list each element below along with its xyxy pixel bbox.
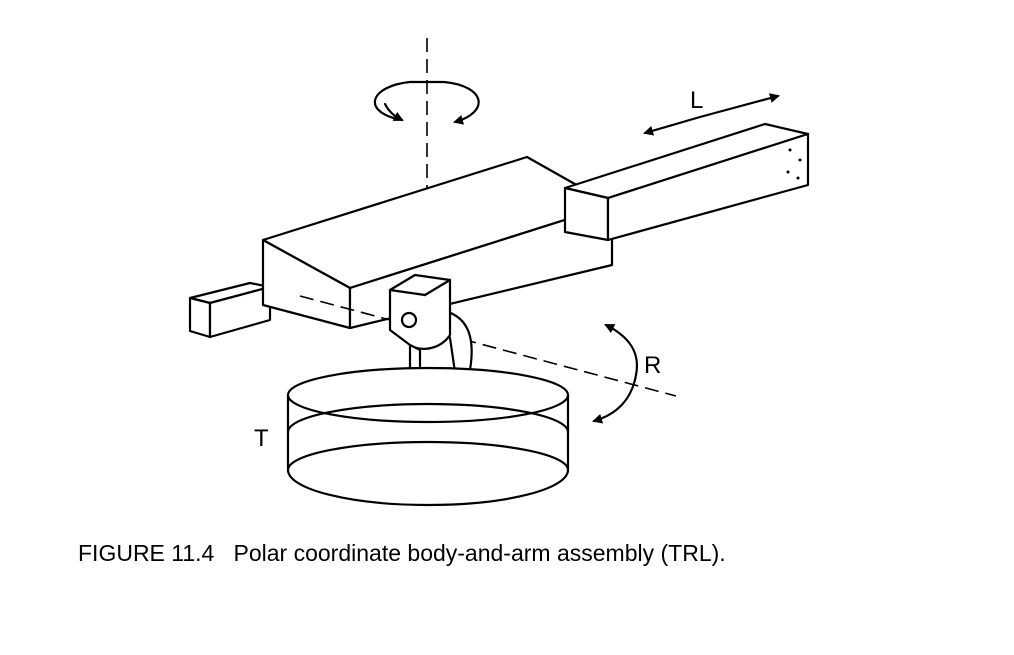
base-rotation-arrow-icon xyxy=(373,80,480,122)
arm-stub-front xyxy=(208,285,272,339)
arm-near-end xyxy=(563,186,610,242)
r-arrow-up-icon xyxy=(604,323,638,377)
gripper-top xyxy=(286,366,570,424)
label-t: T xyxy=(254,425,269,452)
label-l: L xyxy=(690,87,703,114)
gripper-band-line xyxy=(286,402,570,434)
caption-number: FIGURE 11.4 xyxy=(78,540,215,566)
gripper-lower-line xyxy=(286,440,570,472)
wrist-axis-line xyxy=(299,295,677,397)
label-r: R xyxy=(644,352,661,379)
l-arrow-left-icon xyxy=(643,115,702,136)
base-rotation-arrowhead-left xyxy=(383,102,404,122)
l-arrow-right-icon xyxy=(698,93,780,119)
gripper-body xyxy=(286,393,570,507)
r-arrow-down-icon xyxy=(592,373,638,424)
caption-text: Polar coordinate body-and-arm assembly (… xyxy=(233,540,726,566)
arm-front-face xyxy=(606,132,810,242)
wrist-pin-icon xyxy=(400,311,418,329)
arm-end-dots xyxy=(786,148,802,180)
clevis-edge-2 xyxy=(423,278,452,297)
clevis-edge xyxy=(388,288,427,297)
figure-caption: FIGURE 11.4 Polar coordinate body-and-ar… xyxy=(78,540,726,567)
arm-stub-end xyxy=(188,296,212,339)
